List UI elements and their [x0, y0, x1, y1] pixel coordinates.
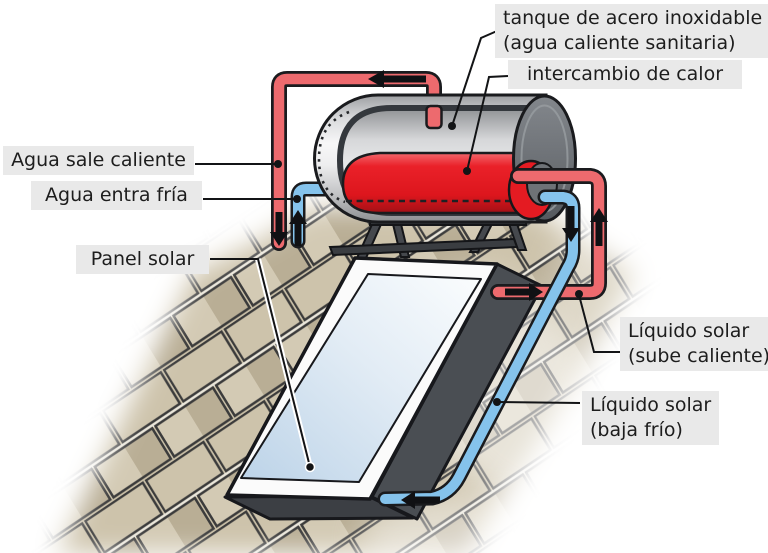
label-cold-water-in: Agua entra fría [31, 181, 202, 210]
leader-liquid-up [578, 294, 620, 353]
tank-hot-water-red [341, 151, 548, 215]
pipe-hot-water-outlet [271, 71, 442, 251]
hidden-end-dashed-arc [317, 110, 350, 204]
stand-rail [328, 237, 519, 257]
leader-liquid-down [497, 401, 581, 404]
flow-arrow-left-icon [401, 491, 440, 509]
label-solar-liquid-up-line2: (sube caliente) [628, 345, 768, 367]
label-solar-liquid-up: Líquido solar (sube caliente) [620, 317, 768, 371]
label-solar-panel: Panel solar [76, 245, 209, 274]
flow-arrow-down-icon [562, 206, 580, 242]
label-hot-water-out: Agua sale caliente [3, 146, 194, 175]
leader-dots [274, 122, 583, 473]
label-solar-liquid-up-line1: Líquido solar [628, 320, 750, 342]
leader-tank [451, 30, 498, 127]
label-solar-liquid-down-line2: (baja frío) [590, 419, 683, 441]
label-solar-liquid-down-line1: Líquido solar [590, 394, 712, 416]
flow-arrows [270, 70, 608, 509]
label-heat-exchange: intercambio de calor [508, 60, 742, 89]
flow-arrow-up-icon [289, 210, 307, 246]
tank-top-pipe-stub [425, 104, 443, 130]
leader-heat-exchange [466, 75, 509, 172]
flow-arrow-left-icon [368, 70, 426, 88]
label-tank-line2: (agua caliente sanitaria) [503, 32, 736, 54]
label-solar-liquid-down: Líquido solar (baja frío) [582, 391, 720, 445]
flow-arrow-right-icon [505, 283, 543, 301]
tank-illustration [312, 93, 577, 224]
label-tank-line1: tanque de acero inoxidable [503, 7, 763, 29]
leader-lines [195, 30, 620, 468]
flow-arrow-down-icon [270, 212, 288, 246]
pipe-solar-liquid-cold [377, 189, 581, 507]
flow-arrow-up-icon [590, 208, 608, 246]
leader-panel [210, 258, 311, 468]
label-tank: tanque de acero inoxidable (agua calient… [495, 4, 768, 58]
